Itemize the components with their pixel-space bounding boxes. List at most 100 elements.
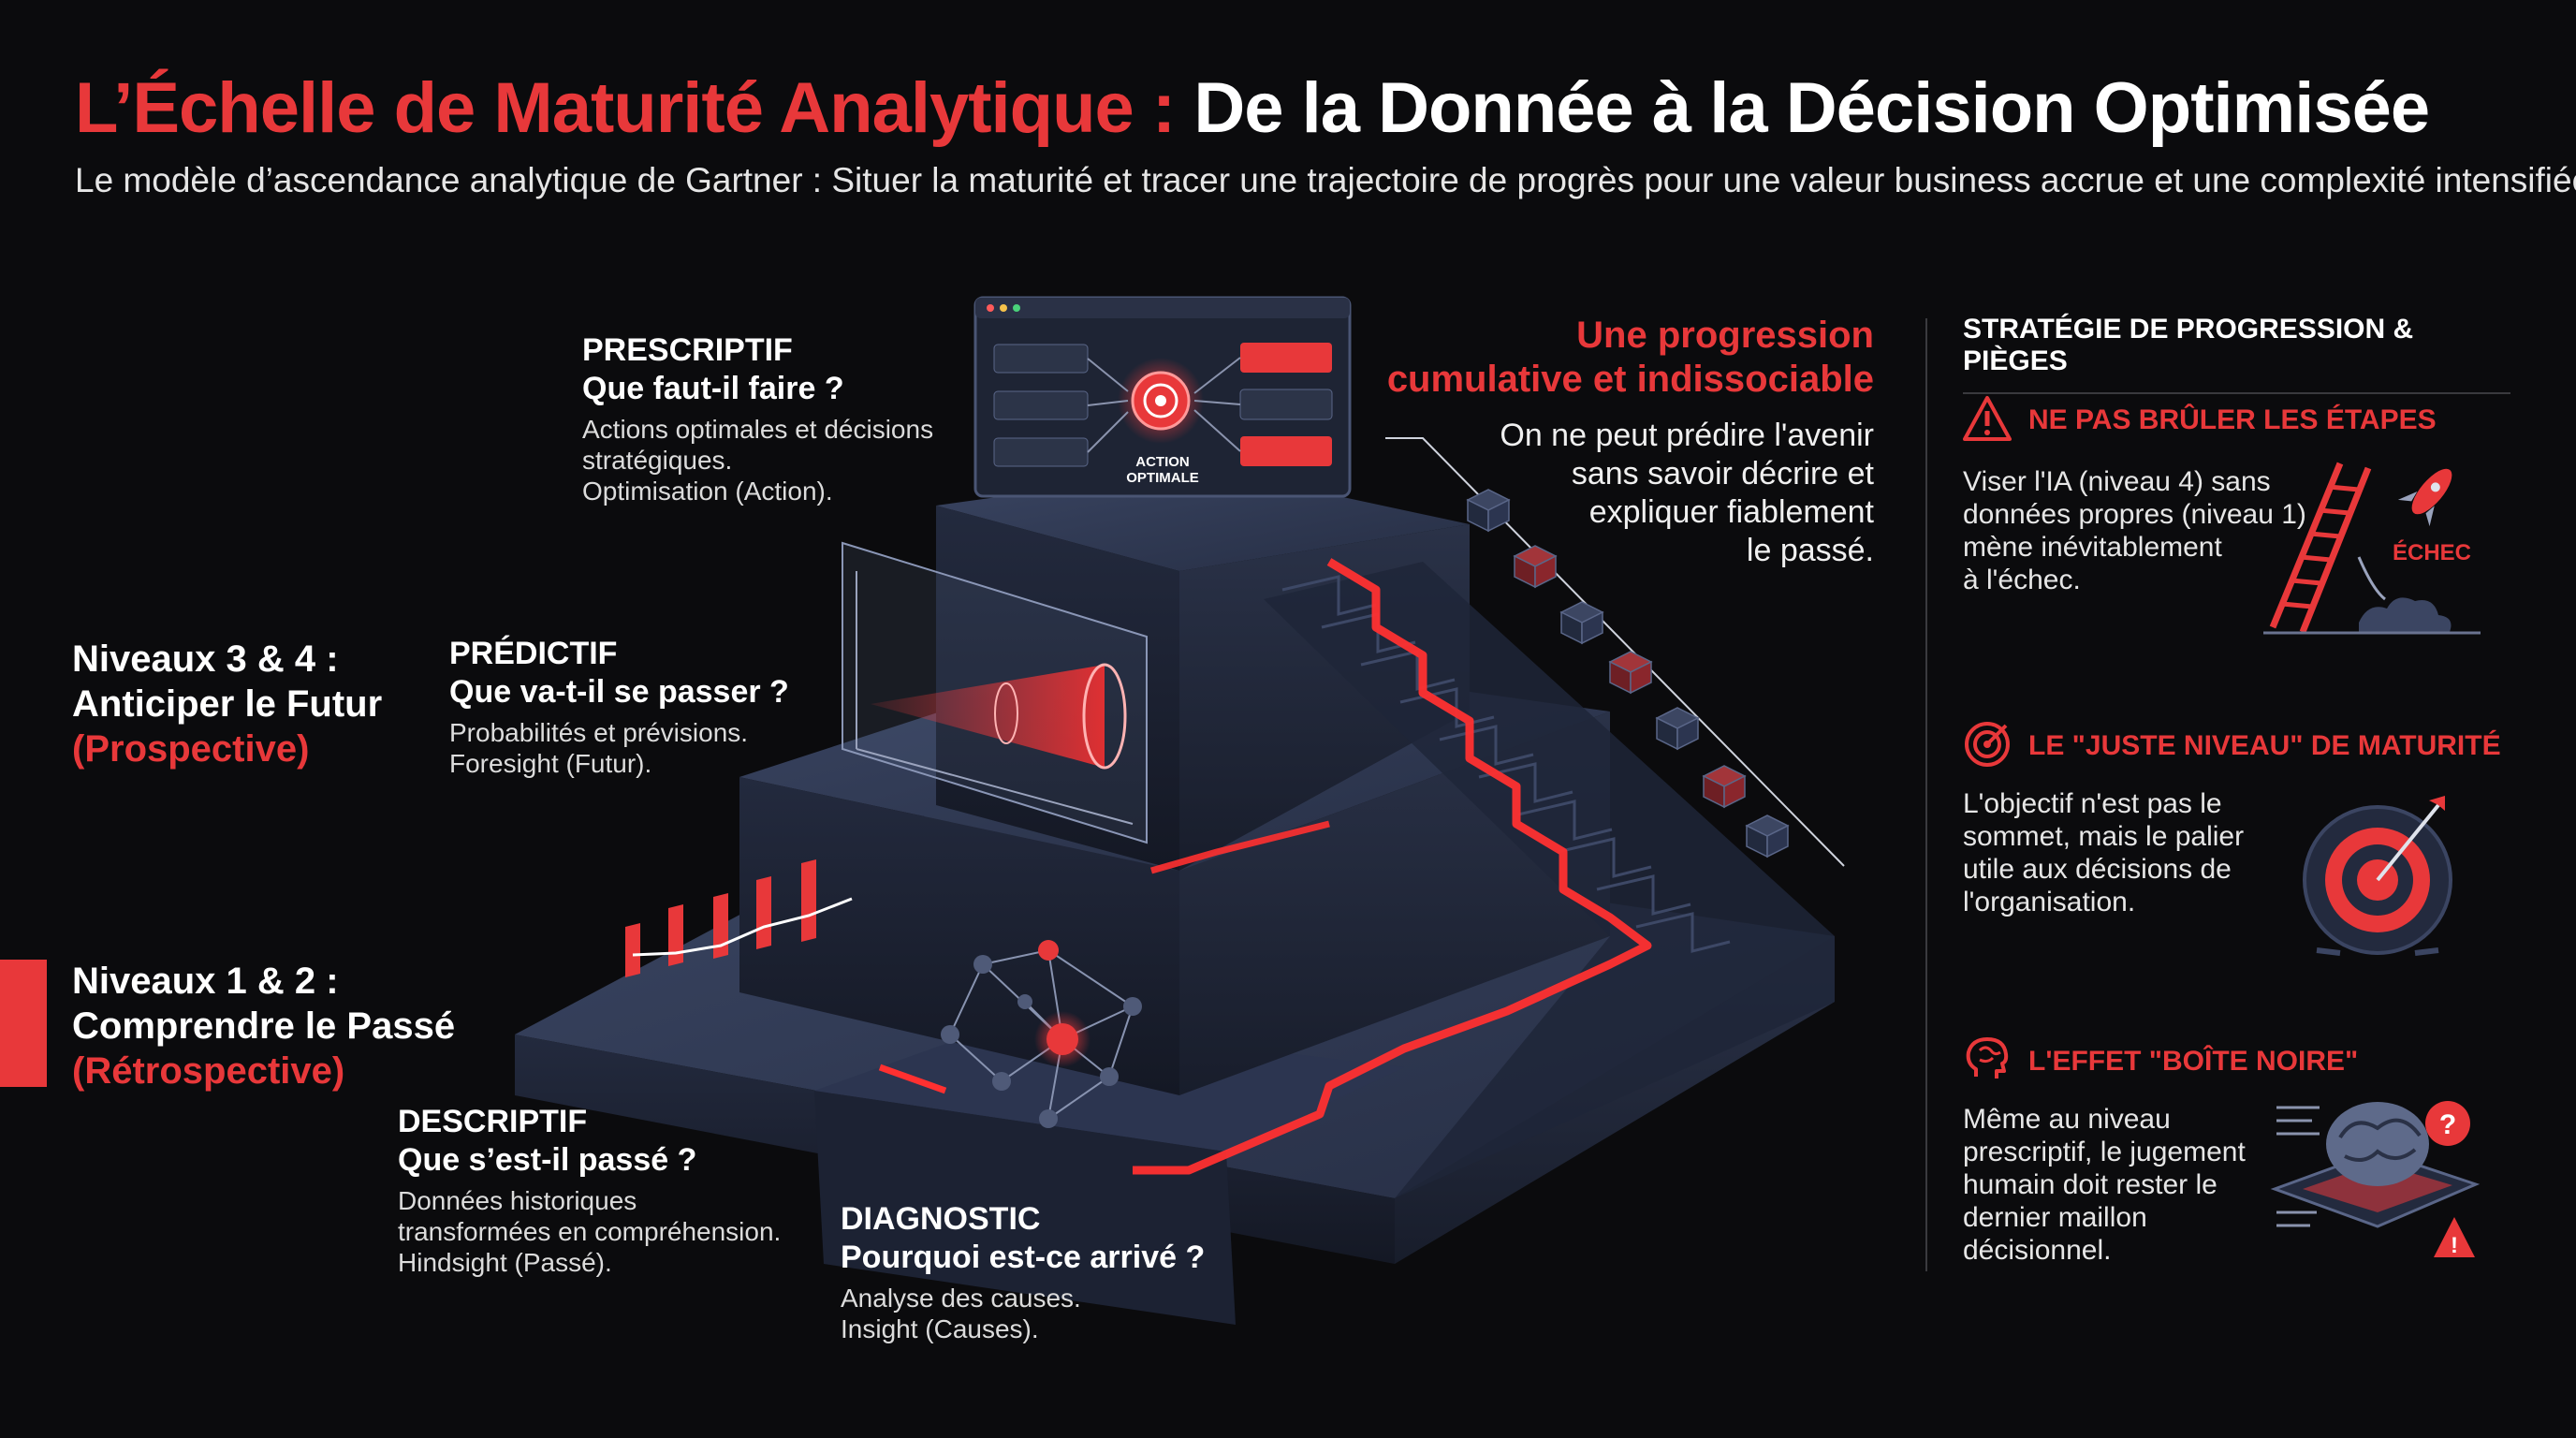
staircase-step — [1596, 874, 1691, 916]
predictive-panel — [842, 541, 1148, 844]
diagnostic-network — [941, 940, 1142, 1128]
ladder-rocket-illustration: ÉCHEC — [2263, 462, 2481, 635]
strategy-item-etapes: NE PAS BRÛLER LES ÉTAPES Viser l'IA (niv… — [1963, 396, 2437, 596]
stage-prescriptif-desc: Actions optimales et décisions stratégiq… — [582, 414, 994, 506]
levels-future-line1: Niveaux 3 & 4 : — [72, 638, 339, 680]
strategy-item-boite-noire-title: L'EFFET "BOÎTE NOIRE" — [2028, 1046, 2359, 1077]
strategy-item-boite-noire-body3: humain doit rester le — [1963, 1169, 2217, 1200]
accent-bar — [0, 960, 47, 1087]
stage-descriptif-desc2: transformées en compréhension. — [398, 1217, 782, 1246]
prescriptive-monitor: ACTION OPTIMALE — [973, 296, 1352, 498]
levels-past-line1: Niveaux 1 & 2 : — [72, 961, 339, 1002]
stage-prescriptif-name: PRESCRIPTIF — [582, 332, 793, 368]
stage-diagnostic-name: DIAGNOSTIC — [841, 1201, 1041, 1237]
descriptive-bar-chart — [625, 859, 853, 977]
strategy-item-juste-niveau: LE "JUSTE NIVEAU" DE MATURITÉ L'objectif… — [1963, 722, 2501, 918]
strategy-item-boite-noire-body2: prescriptif, le jugement — [1963, 1137, 2246, 1167]
stage-prescriptif-question: Que faut-il faire ? — [582, 371, 844, 406]
stage-predictif-question: Que va-t-il se passer ? — [449, 674, 789, 710]
title-white-part: De la Donnée à la Décision Optimisée — [1193, 68, 2430, 148]
staircase-step — [1635, 912, 1731, 953]
progression-title-line2: cumulative et indissociable — [1386, 359, 1874, 400]
strategy-item-etapes-body2: données propres (niveau 1) — [1963, 499, 2306, 530]
strategy-item-boite-noire-body5: décisionnel. — [1963, 1235, 2112, 1266]
svg-text:?: ? — [2439, 1109, 2456, 1140]
progression-cube — [1608, 651, 1653, 695]
warning-icon — [1963, 396, 2012, 441]
stage-prescriptif: PRESCRIPTIF Que faut-il faire ? Actions … — [582, 331, 994, 506]
strategy-item-etapes-body: Viser l'IA (niveau 4) sans données propr… — [1963, 465, 2347, 596]
progression-cube — [1559, 601, 1604, 645]
progression-cube — [1513, 545, 1558, 589]
base-glow-line — [878, 1064, 947, 1094]
stage-prescriptif-desc1: Actions optimales et décisions — [582, 415, 934, 444]
staircase-step-edges — [1281, 575, 1731, 953]
stage-descriptif-question: Que s’est-il passé ? — [398, 1142, 697, 1178]
strategy-item-juste-niveau-header: LE "JUSTE NIVEAU" DE MATURITÉ — [1963, 722, 2501, 767]
progress-path-red — [1133, 558, 1652, 1175]
stage-predictif-name: PRÉDICTIF — [449, 636, 618, 671]
target-illustration — [2303, 796, 2452, 956]
page-subtitle: Le modèle d’ascendance analytique de Gar… — [75, 161, 2576, 199]
staircase-step — [1281, 575, 1377, 616]
echec-label: ÉCHEC — [2393, 539, 2471, 565]
levels-future-line3: (Prospective) — [72, 728, 310, 770]
strategy-item-juste-niveau-body1: L'objectif n'est pas le — [1963, 788, 2222, 819]
strategy-item-boite-noire-header: L'EFFET "BOÎTE NOIRE" — [1963, 1037, 2359, 1078]
levels-past-label: Niveaux 1 & 2 : Comprendre le Passé (Rét… — [72, 959, 484, 1093]
strategy-item-boite-noire: L'EFFET "BOÎTE NOIRE" Même au niveau pre… — [1963, 1037, 2359, 1267]
monitor-label-line2: OPTIMALE — [1126, 470, 1199, 486]
progression-cube — [1655, 707, 1700, 751]
stage-predictif-desc2: Foresight (Futur). — [449, 749, 652, 778]
stage-descriptif: DESCRIPTIF Que s’est-il passé ? Données … — [398, 1103, 810, 1278]
strategy-item-boite-noire-body4: dernier maillon — [1963, 1202, 2147, 1233]
strategy-item-juste-niveau-body2: sommet, mais le palier — [1963, 821, 2245, 852]
svg-text:!: ! — [2451, 1233, 2458, 1258]
strategy-item-etapes-title: NE PAS BRÛLER LES ÉTAPES — [2028, 404, 2437, 435]
strategy-heading: STRATÉGIE DE PROGRESSION & PIÈGES — [1963, 314, 2510, 394]
levels-past-line2: Comprendre le Passé — [72, 1005, 456, 1047]
staircase-step — [1360, 650, 1456, 691]
strategy-item-juste-niveau-body4: l'organisation. — [1963, 887, 2136, 917]
stage-predictif-desc1: Probabilités et prévisions. — [449, 718, 749, 747]
title-red-part: L’Échelle de Maturité Analytique : — [75, 68, 1176, 148]
stage-diagnostic: DIAGNOSTIC Pourquoi est-ce arrivé ? Anal… — [841, 1200, 1234, 1344]
column-divider — [1925, 318, 1927, 1271]
target-icon — [1965, 722, 2010, 767]
progression-description: On ne peut prédire l'avenir sans savoir … — [1404, 417, 1874, 570]
staircase-steps — [1264, 562, 1835, 1198]
progression-cube — [1466, 489, 1511, 533]
page-title: L’Échelle de Maturité Analytique : De la… — [75, 67, 2509, 149]
stage-descriptif-name: DESCRIPTIF — [398, 1104, 588, 1139]
levels-future-line2: Anticiper le Futur — [72, 683, 383, 725]
progression-desc-line2: sans savoir décrire et — [1571, 456, 1874, 492]
levels-future-label: Niveaux 3 & 4 : Anticiper le Futur (Pros… — [72, 637, 428, 771]
progression-cube — [1745, 814, 1790, 858]
stage-prescriptif-desc2: stratégiques. — [582, 446, 733, 475]
strategy-item-boite-noire-body1: Même au niveau — [1963, 1104, 2171, 1135]
strategy-item-etapes-body4: à l'échec. — [1963, 565, 2081, 595]
strategy-item-etapes-header: NE PAS BRÛLER LES ÉTAPES — [1963, 396, 2437, 441]
stage-diagnostic-desc1: Analyse des causes. — [841, 1284, 1081, 1313]
progression-cubes — [1385, 437, 1845, 867]
strategy-item-boite-noire-body: Même au niveau prescriptif, le jugement … — [1963, 1103, 2272, 1267]
progression-title-line1: Une progression — [1576, 315, 1874, 356]
staircase-step — [1517, 800, 1613, 841]
tier-glow-line — [1150, 820, 1330, 874]
strategy-item-etapes-body3: mène inévitablement — [1963, 532, 2222, 563]
progression-cube — [1702, 765, 1747, 809]
staircase-step — [1557, 837, 1652, 878]
strategy-item-etapes-body1: Viser l'IA (niveau 4) sans — [1963, 466, 2271, 497]
strategy-item-juste-niveau-title: LE "JUSTE NIVEAU" DE MATURITÉ — [2028, 730, 2501, 761]
brain-icon — [1966, 1037, 2009, 1078]
monitor-label-line1: ACTION — [1135, 454, 1190, 470]
stage-descriptif-desc1: Données historiques — [398, 1186, 637, 1215]
stage-prescriptif-desc3: Optimisation (Action). — [582, 477, 833, 506]
stage-predictif: PRÉDICTIF Que va-t-il se passer ? Probab… — [449, 635, 824, 779]
stage-predictif-desc: Probabilités et prévisions. Foresight (F… — [449, 717, 824, 779]
stage-descriptif-desc: Données historiques transformées en comp… — [398, 1185, 810, 1278]
black-box-brain-illustration: ? ! — [2270, 1101, 2481, 1258]
strategy-item-juste-niveau-body3: utile aux décisions de — [1963, 854, 2232, 885]
progression-desc-line1: On ne peut prédire l'avenir — [1500, 418, 1874, 453]
